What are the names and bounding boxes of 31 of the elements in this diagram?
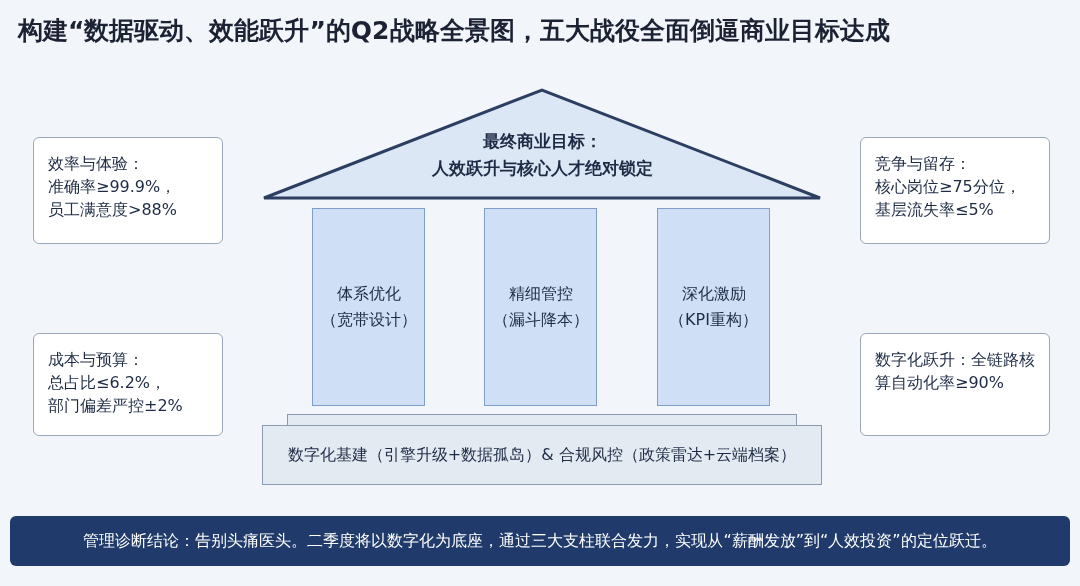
card-text: 准确率≥99.9%，: [48, 176, 178, 198]
foundation-base: [262, 425, 822, 485]
pillar: [484, 208, 597, 406]
pillar-title: 体系优化: [336, 283, 401, 305]
goal-text: 人效跃升与核心人才绝对锁定: [430, 157, 654, 180]
card-heading: 成本与预算：: [48, 349, 145, 371]
roof-pediment: [262, 88, 822, 200]
target-card: [33, 137, 223, 244]
pillar-subtitle: （漏斗降本）: [492, 309, 589, 331]
card-heading: 竞争与留存：: [875, 153, 972, 175]
target-card: [860, 137, 1050, 244]
pillar: [657, 208, 770, 406]
pillar-title: 深化激励: [681, 283, 746, 305]
card-heading: 效率与体验：: [48, 153, 145, 175]
card-text: 基层流失率≤5%: [875, 199, 995, 221]
pillar: [312, 208, 425, 406]
pillar-subtitle: （KPI重构）: [669, 309, 758, 331]
conclusion-text: 管理诊断结论：告别头痛医头。二季度将以数字化为底座，通过三大支柱联合发力，实现从“薪酬发放”到“人效投资”的定位跃迁。: [83, 530, 997, 552]
card-text: 数字化跃升：全链路核算自动化率≥90%: [875, 349, 1035, 394]
card-text: 核心岗位≥75分位，: [875, 176, 1022, 198]
page-title: 构建“数据驱动、效能跃升”的Q2战略全景图，五大战役全面倒逼商业目标达成: [18, 15, 890, 47]
goal-heading: 最终商业目标：: [481, 130, 603, 153]
pillar-title: 精细管控: [508, 283, 573, 305]
card-text: 总占比≤6.2%，: [48, 372, 168, 394]
target-card: [860, 333, 1050, 436]
card-text: 部门偏差严控±2%: [48, 395, 184, 417]
foundation-text: 数字化基建（引擎升级+数据孤岛）& 合规风控（政策雷达+云端档案）: [287, 444, 797, 466]
conclusion-banner: [10, 516, 1070, 566]
pillar-subtitle: （宽带设计）: [320, 309, 417, 331]
target-card: [33, 333, 223, 436]
card-text: 员工满意度>88%: [48, 199, 178, 221]
